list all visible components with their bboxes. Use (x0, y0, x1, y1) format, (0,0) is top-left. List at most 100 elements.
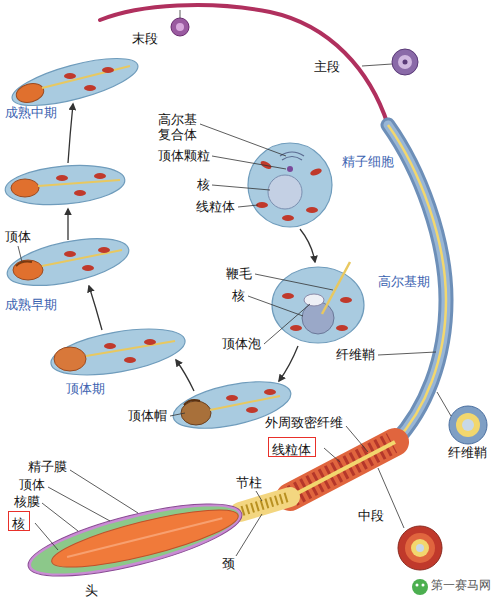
cross-section-middle-piece (398, 526, 442, 570)
stage-label: 顶体期 (66, 382, 105, 397)
leader-lines (18, 10, 451, 556)
acrosome-cap-cell-part (226, 395, 238, 401)
acrosome-cap-cell-part (246, 407, 258, 413)
cross-section-end-piece (171, 18, 189, 36)
cross-section-middle-piece-part (411, 539, 429, 557)
leader-lines-part (170, 413, 185, 416)
early-maturation-cell-part (82, 265, 94, 271)
leader-lines-part (200, 124, 286, 156)
leader-lines-part (212, 185, 270, 190)
early-maturation-cell-part (16, 262, 32, 267)
spermatid-cell (248, 143, 332, 227)
part-label: 末段 (132, 32, 158, 47)
part-label: 主段 (314, 60, 340, 75)
stage-label: 高尔基期 (378, 275, 430, 290)
stage-label: 成熟早期 (5, 298, 57, 313)
golgi-phase-cell-part (304, 294, 324, 306)
acrosome-phase-cell-part (86, 341, 175, 356)
leader-lines-part (248, 296, 303, 316)
maturation-cell-part (56, 175, 68, 181)
part-label: 核 (232, 289, 245, 304)
leader-lines-part (212, 156, 286, 169)
maturation-cell-part (4, 161, 127, 209)
spermatid-cell-part (268, 175, 302, 209)
leader-lines-part (437, 392, 451, 416)
early-maturation-cell-part (98, 247, 110, 253)
leader-lines-part (70, 470, 138, 513)
stage-arrows-part (300, 229, 315, 262)
part-label: 顶体 (5, 230, 31, 245)
stage-arrows-part (67, 209, 68, 240)
part-label: 精子膜 (28, 460, 67, 475)
sperm-head-part (26, 493, 244, 587)
mid-maturation-cell-part (84, 85, 96, 91)
part-label: 线粒体 (196, 200, 235, 215)
spermatid-cell-part (309, 167, 322, 177)
leader-lines-part (35, 523, 58, 550)
golgi-phase-cell-part (290, 325, 302, 331)
acrosome-phase-cell-part (54, 347, 86, 371)
highlighted-label: 线粒体 (272, 443, 311, 458)
golgi-phase-cell-part (322, 262, 350, 314)
watermark-icon-part (416, 584, 419, 587)
part-label: 头 (85, 584, 98, 599)
cross-section-end-piece-part (176, 23, 184, 31)
sperm-head (22, 489, 248, 591)
golgi-phase-cell-part (336, 325, 348, 331)
watermark: 第一赛马网 (431, 579, 491, 593)
watermark-icon-part (412, 579, 428, 595)
cross-section-fibrous-sheath-part (456, 413, 480, 437)
maturation-cell-part (74, 190, 86, 196)
leader-lines-part (42, 503, 78, 531)
mid-maturation-cell-part (14, 81, 46, 106)
leader-lines-part (256, 491, 262, 501)
stage-arrows-part (68, 104, 73, 163)
golgi-phase-cell (272, 262, 364, 343)
cross-section-fibrous-sheath-part (462, 419, 474, 431)
sperm-head-part (22, 489, 248, 591)
cross-section-end-piece-part (171, 18, 189, 36)
acrosome-cap-cell-part (184, 400, 200, 405)
mid-maturation-cell-part (42, 66, 130, 88)
leader-lines-part (18, 246, 22, 262)
tail-end-piece-part (100, 5, 388, 125)
acrosome-phase-cell-part (104, 343, 116, 349)
cross-section-fibrous-sheath (449, 406, 487, 444)
golgi-phase-cell-part (272, 267, 364, 343)
mid-maturation-cell-part (102, 67, 114, 73)
leader-lines-part (236, 514, 262, 556)
golgi-phase-cell-part (282, 293, 294, 299)
sperm-head-part (48, 499, 243, 578)
cross-section-middle-piece-part (398, 526, 442, 570)
acrosome-cap-cell-part (264, 389, 276, 395)
cross-section-principal-piece (392, 49, 418, 75)
watermark-icon (412, 579, 428, 595)
neck-part (240, 497, 290, 512)
part-label: 节柱 (236, 476, 262, 491)
spermatid-cell-part (287, 166, 293, 172)
maturation-cell-part (11, 179, 39, 197)
stage-arrows-part (176, 360, 194, 391)
spermatid-cell-part (248, 143, 332, 227)
leader-lines-part (180, 10, 181, 18)
spermatid-cell-part (306, 207, 318, 213)
early-maturation-cell-part (64, 251, 76, 257)
neck (240, 497, 290, 512)
part-label: 顶体 (19, 478, 45, 493)
mid-maturation-cell-part (64, 73, 76, 79)
watermark-icon-part (422, 584, 425, 587)
cross-section-principal-piece-part (392, 49, 418, 75)
stage-arrows (68, 104, 315, 391)
sperm-head-part (67, 518, 222, 557)
early-maturation-cell-part (13, 260, 43, 280)
part-label: 外周致密纤维 (265, 416, 343, 431)
maturation-cell (4, 161, 127, 209)
leader-lines-part (324, 448, 340, 462)
part-label: 中段 (358, 509, 384, 524)
part-label: 核 (197, 178, 210, 193)
stage-arrows-part (279, 346, 298, 381)
leader-lines-part (238, 205, 258, 207)
stage-label: 精子细胞 (342, 155, 394, 170)
